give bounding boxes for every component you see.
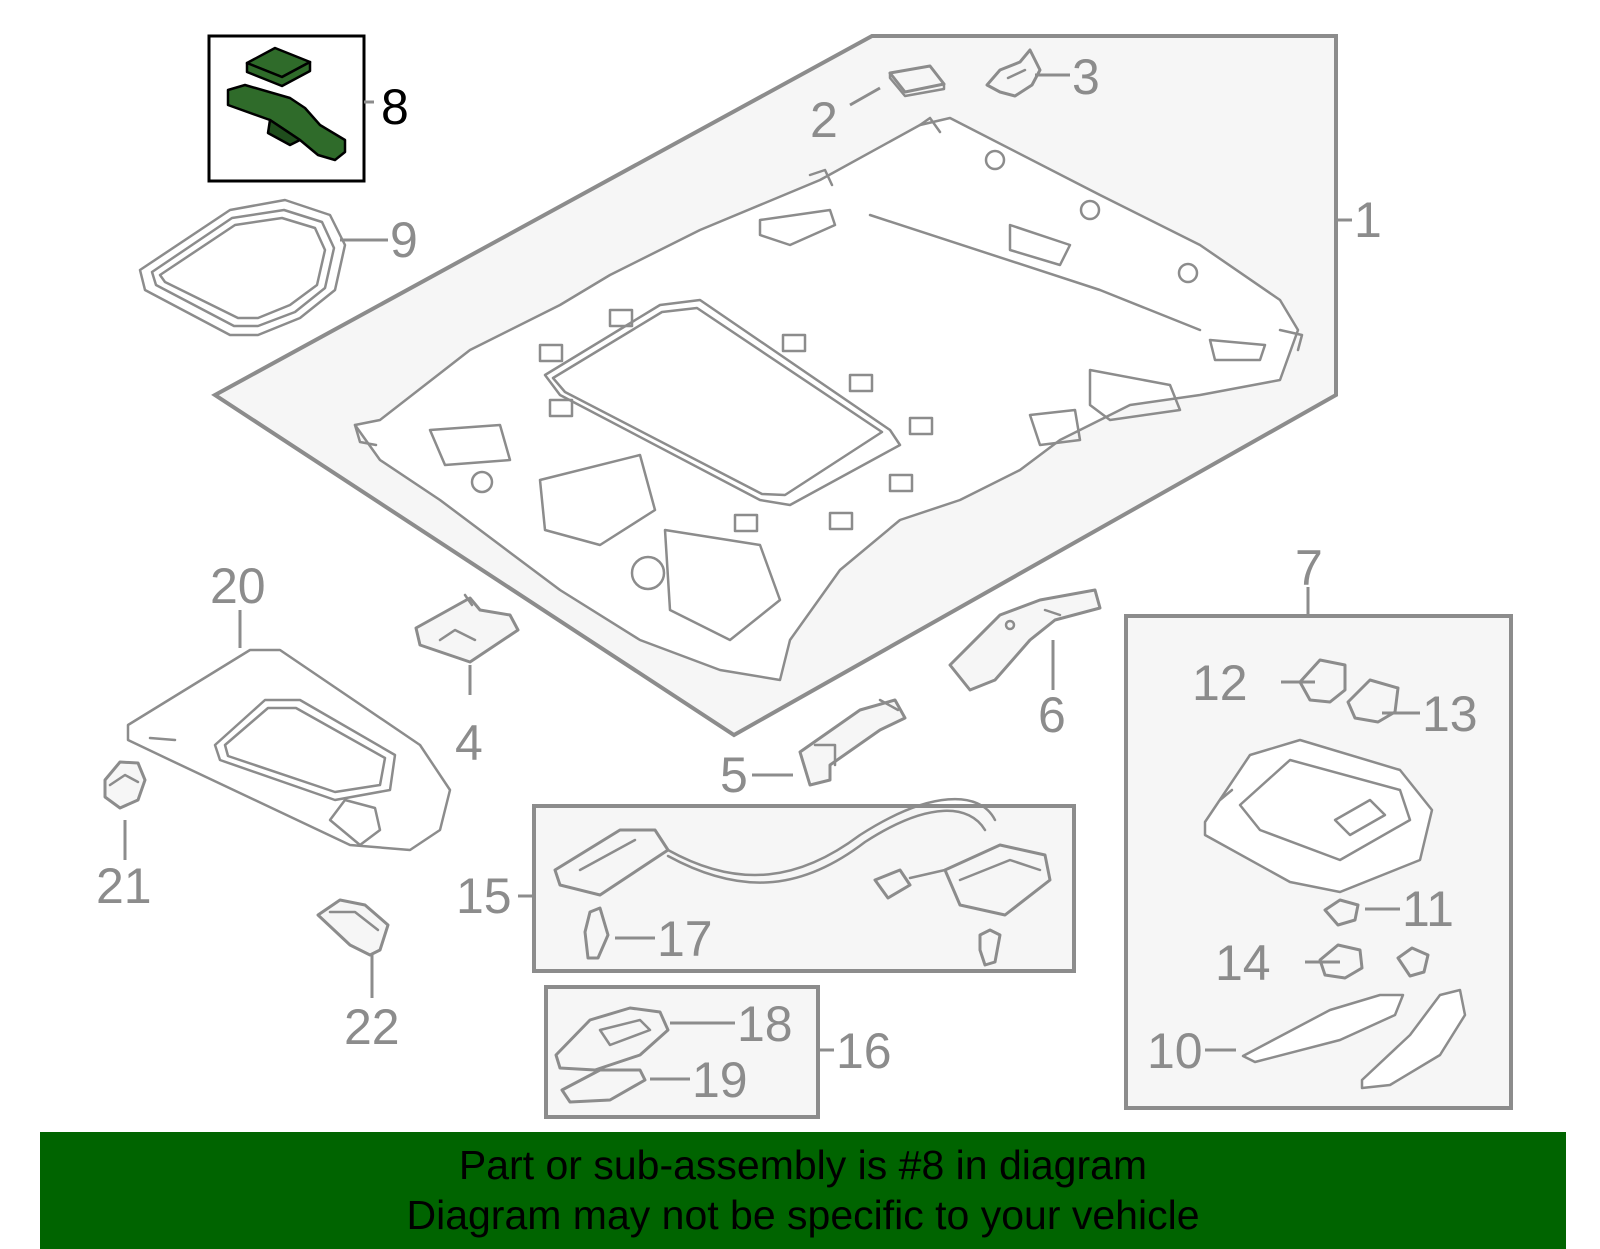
- callout-21: 21: [96, 858, 152, 914]
- part-19-lens[interactable]: [560, 1068, 647, 1104]
- callout-20: 20: [210, 558, 266, 614]
- callout-6: 6: [1038, 687, 1066, 743]
- callout-5: 5: [720, 747, 748, 803]
- callout-7: 7: [1295, 540, 1323, 596]
- callout-13: 13: [1422, 686, 1478, 742]
- headliner-part[interactable]: [353, 116, 1304, 682]
- part-6-bracket[interactable]: [948, 588, 1102, 692]
- callout-16: 16: [836, 1023, 892, 1079]
- part-2-pad[interactable]: [888, 64, 946, 98]
- part-18-lamp[interactable]: [554, 1006, 670, 1072]
- part-12-clip[interactable]: [1298, 658, 1347, 704]
- part-8-retainer[interactable]: [226, 83, 347, 162]
- part-5-handle[interactable]: [798, 698, 907, 787]
- part-20-sun-visor[interactable]: [126, 648, 452, 852]
- part-22-cover[interactable]: [316, 898, 390, 957]
- part-7-console[interactable]: [1203, 738, 1434, 894]
- callout-14: 14: [1215, 935, 1271, 991]
- callout-15: 15: [456, 868, 512, 924]
- callout-9: 9: [390, 212, 418, 268]
- banner-line-part: Part or sub-assembly is #8 in diagram: [458, 1142, 1148, 1188]
- part-3-bracket[interactable]: [985, 48, 1042, 98]
- part-21-clip[interactable]: [103, 760, 147, 810]
- leader-lines: [123, 73, 1420, 1081]
- callout-4: 4: [455, 715, 483, 771]
- callout-22: 22: [344, 999, 400, 1055]
- callout-18: 18: [737, 996, 793, 1052]
- callout-10: 10: [1147, 1023, 1203, 1079]
- callout-8: 8: [381, 79, 409, 135]
- part-4-bracket[interactable]: [414, 593, 520, 664]
- part-9-frame[interactable]: [138, 198, 347, 337]
- callout-11: 11: [1402, 881, 1454, 937]
- part-8-pad[interactable]: [245, 46, 312, 88]
- part-17-bulb[interactable]: [583, 906, 1002, 967]
- info-banner: Part or sub-assembly is #8 in diagram Di…: [40, 1132, 1566, 1249]
- callout-19: 19: [692, 1052, 748, 1108]
- callout-2: 2: [810, 92, 838, 148]
- part-10-trim[interactable]: [1241, 988, 1467, 1090]
- banner-line-disclaimer: Diagram may not be specific to your vehi…: [406, 1192, 1200, 1238]
- callout-3: 3: [1072, 49, 1100, 105]
- callout-17: 17: [657, 911, 713, 967]
- callout-1: 1: [1354, 192, 1382, 248]
- callout-labels: 1 2 3 4 5 6 7 8 9 10 11 12 13 14 15 16 1…: [96, 49, 1478, 1108]
- part-14-clip[interactable]: [1318, 943, 1430, 980]
- callout-12: 12: [1192, 655, 1248, 711]
- part-11-clip[interactable]: [1323, 898, 1360, 927]
- part-15-lamp-harness[interactable]: [553, 797, 1052, 917]
